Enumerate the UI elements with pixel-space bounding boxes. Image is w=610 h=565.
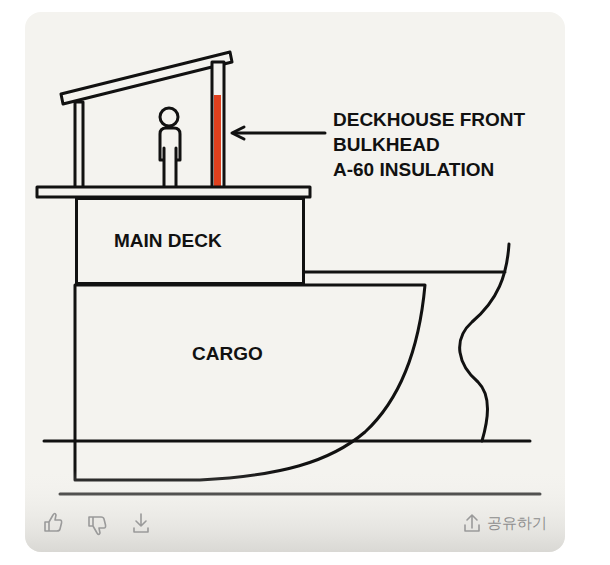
node-text: MAIN DECK <box>114 230 302 252</box>
card-background <box>25 12 565 552</box>
download-icon <box>134 514 148 532</box>
thumbs-up-icon <box>45 514 62 532</box>
callout-text: DECKHOUSE FRONT BULKHEAD A-60 INSULATION <box>333 107 525 182</box>
waterline <box>44 440 530 443</box>
bulkhead <box>212 62 224 188</box>
share-label: 공유하기 <box>487 513 547 533</box>
cargo-hold: CARGO <box>75 285 425 480</box>
leader-line <box>236 132 325 135</box>
a60-insulation <box>214 95 221 187</box>
person-head <box>160 108 178 126</box>
deck-platform <box>37 187 310 197</box>
roof <box>61 52 232 104</box>
post <box>75 102 83 188</box>
hull <box>75 285 425 480</box>
bow <box>305 244 509 441</box>
toolbar-fade <box>25 470 565 552</box>
person-body <box>160 128 180 186</box>
deck-box: MAIN DECK <box>75 197 305 285</box>
arrow-head <box>232 127 244 139</box>
thumbs-down-icon <box>89 517 106 535</box>
node-text: CARGO <box>192 343 425 365</box>
share-icon <box>465 515 479 531</box>
